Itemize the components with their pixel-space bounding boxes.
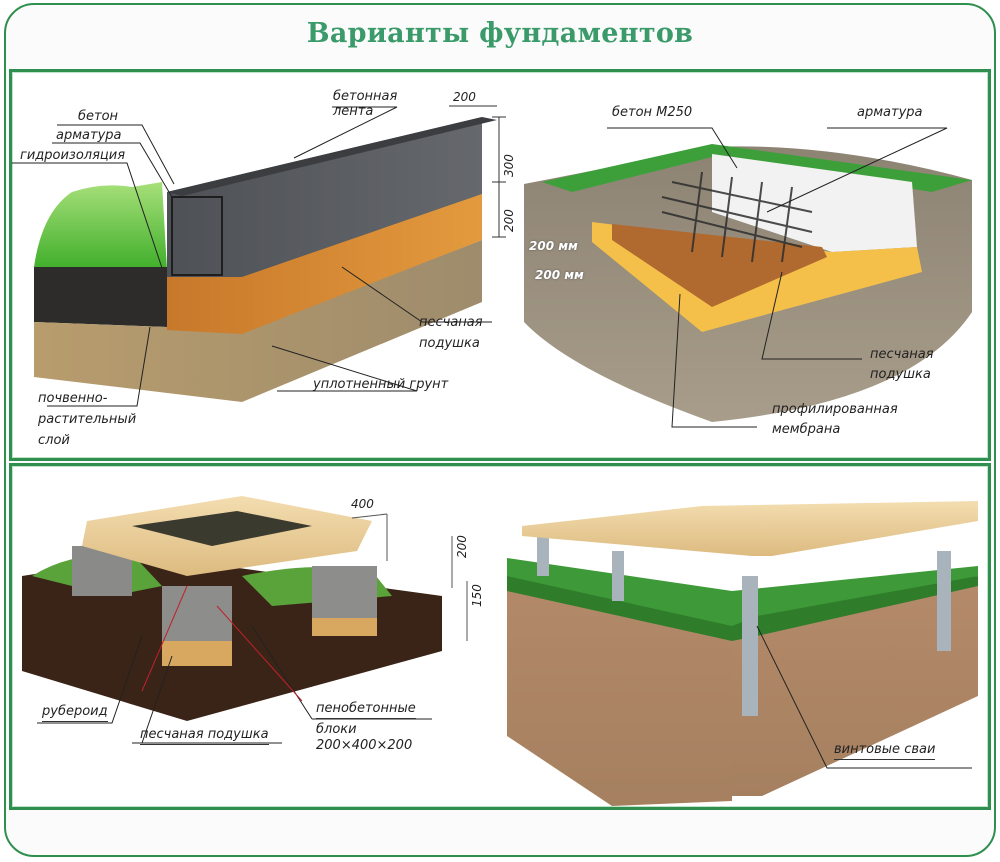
label-pochvenno-2: растительный [38, 412, 137, 427]
dim-slab-200mm: 200 мм [529, 239, 578, 253]
label-gidroizolyaciya: гидроизоляция [20, 148, 126, 163]
label-membrana-2: мембрана [772, 422, 841, 437]
label-uplotnenny-grunt: уплотненный грунт [313, 377, 449, 392]
label-pochvenno-1: почвенно- [38, 391, 108, 406]
label-peschanaya-2: подушка [419, 336, 480, 351]
label-peschanaya-slab-2: подушка [870, 367, 931, 382]
dim-width-200: 200 [453, 90, 476, 104]
label-beton: бетон [78, 109, 119, 124]
strip-foundation-illustration [12, 105, 972, 428]
panel-top: бетон арматура гидроизоляция бетонная ле… [9, 69, 991, 461]
dim-above-ground-150: 150 [470, 584, 484, 607]
label-ruberoid: рубероид [42, 704, 108, 722]
label-penobeton-1: пенобетонные [316, 701, 416, 719]
label-armatura: арматура [56, 128, 122, 143]
dim-beam-width-400: 400 [351, 497, 374, 511]
dim-height-300: 300 [502, 154, 516, 177]
label-pochvenno-3: слой [38, 433, 70, 448]
label-betonnaya-lenta-1: бетонная [333, 89, 398, 104]
label-peschanaya-slab-1: песчаная [870, 347, 934, 362]
column-and-pile-illustration [22, 496, 978, 806]
label-peschanaya-podushka: песчаная подушка [140, 727, 269, 745]
label-armatura-slab: арматура [857, 105, 923, 120]
label-beton-m250: бетон М250 [612, 105, 693, 120]
panel-bottom: 400 200 150 рубероид песчаная подушка пе… [9, 463, 991, 810]
label-betonnaya-lenta-2: лента [333, 104, 374, 119]
page-title: Варианты фундаментов [306, 18, 694, 49]
label-vintovye-svai: винтовые сваи [834, 742, 936, 760]
label-peschanaya-1: песчаная [419, 315, 483, 330]
dim-height-200: 200 [502, 209, 516, 232]
label-membrana-1: профилированная [772, 402, 898, 417]
dim-sand-200mm: 200 мм [535, 268, 584, 282]
dim-beam-height-200: 200 [455, 535, 469, 558]
label-penobeton-2: блоки [316, 722, 357, 737]
label-penobeton-3: 200×400×200 [316, 738, 413, 753]
